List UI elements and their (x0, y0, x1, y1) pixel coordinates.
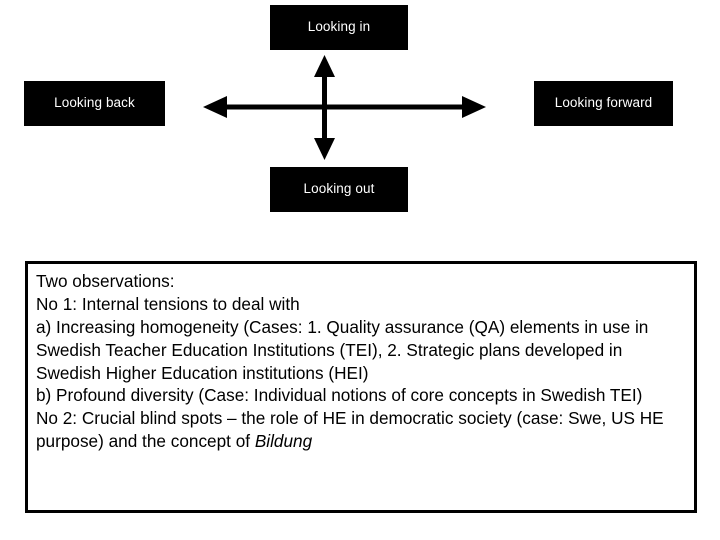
observations-line-5: No 2: Crucial blind spots – the role of … (36, 407, 686, 453)
concept-box-looking-in[interactable]: Looking in (270, 5, 408, 50)
observations-line-4: b) Profound diversity (Case: Individual … (36, 385, 643, 406)
observations-line-5-text: No 2: Crucial blind spots – the role of … (36, 408, 664, 452)
observations-line-1: Two observations: (36, 271, 175, 291)
observations-line-3: a) Increasing homogeneity (Cases: 1. Qua… (36, 316, 649, 383)
concept-box-looking-out-label: Looking out (303, 181, 375, 197)
observations-panel: Two observations: No 1: Internal tension… (25, 261, 697, 513)
concept-box-looking-out[interactable]: Looking out (270, 167, 408, 212)
concept-box-looking-forward-label: Looking forward (554, 95, 653, 111)
concept-box-looking-back[interactable]: Looking back (24, 81, 165, 126)
observations-line-5-italic-term: Bildung (254, 431, 313, 452)
arrow-cross-connector (203, 55, 486, 160)
horizontal-double-arrow-icon (203, 96, 486, 118)
observations-line-2: No 1: Internal tensions to deal with (36, 293, 300, 314)
concept-box-looking-in-label: Looking in (307, 19, 371, 35)
vertical-double-arrow-icon (314, 55, 335, 160)
concept-box-looking-back-label: Looking back (54, 95, 135, 111)
concept-box-looking-forward[interactable]: Looking forward (534, 81, 673, 126)
